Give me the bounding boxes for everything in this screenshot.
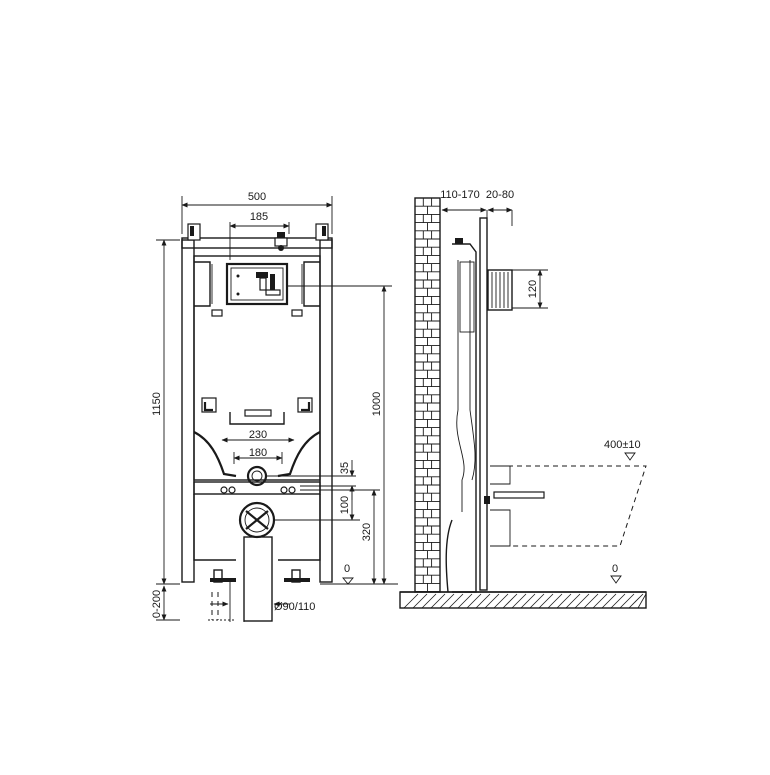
dim-inlet-width: 230 bbox=[249, 429, 267, 441]
front-dimensions: 500 185 1150 0-200 1000 230 180 35 100 bbox=[151, 191, 398, 622]
dim-actuator-frame: 120 bbox=[527, 280, 539, 298]
dim-inlet-spacing: 180 bbox=[249, 447, 267, 459]
dim-bracket-spacing: 185 bbox=[250, 211, 268, 223]
wall-panel bbox=[479, 217, 488, 591]
dim-frame-width: 500 bbox=[248, 191, 266, 203]
dim-drain-height: 320 bbox=[361, 523, 373, 541]
dim-drain-diameter: Ø90/110 bbox=[274, 601, 315, 613]
right-upright bbox=[319, 239, 333, 583]
tank-left-lug bbox=[194, 261, 211, 307]
dim-floor-adjust: 0-200 bbox=[151, 590, 163, 618]
cistern-profile bbox=[452, 243, 477, 593]
dim-zero-front: 0 bbox=[344, 563, 350, 575]
dim-panel-depth: 20-80 bbox=[486, 189, 514, 201]
tank-right-lug bbox=[303, 261, 320, 307]
top-bracket-left bbox=[187, 223, 201, 241]
left-shoulder bbox=[193, 431, 237, 478]
floor-slab bbox=[399, 591, 647, 609]
drain-pipe-stub bbox=[243, 536, 273, 622]
base-crossbar bbox=[193, 481, 321, 495]
mid-bracket-left bbox=[201, 397, 217, 413]
dim-actuator-height: 1000 bbox=[371, 392, 383, 416]
foot-right bbox=[284, 569, 310, 583]
foot-left bbox=[210, 569, 236, 583]
brick-wall bbox=[414, 197, 441, 593]
dim-zero-side: 0 bbox=[612, 563, 618, 575]
dim-bowl-height: 400±10 bbox=[604, 439, 641, 451]
mid-bracket-right bbox=[297, 397, 313, 413]
right-shoulder bbox=[277, 431, 321, 478]
floor-hatching bbox=[403, 593, 647, 609]
side-view bbox=[399, 197, 647, 609]
dim-bolt-height: 100 bbox=[339, 496, 351, 514]
actuator-frame-side bbox=[487, 269, 513, 311]
dim-inlet-offset: 35 bbox=[339, 462, 351, 474]
dim-frame-height: 1150 bbox=[151, 392, 163, 416]
toilet-bowl-outline bbox=[490, 465, 647, 547]
top-crossbar bbox=[181, 237, 333, 249]
front-view bbox=[181, 223, 333, 622]
cistern-body bbox=[193, 255, 321, 481]
level-marker-side bbox=[610, 575, 622, 584]
mid-plate bbox=[244, 409, 272, 417]
top-bracket-right bbox=[315, 223, 329, 241]
level-marker-bowl bbox=[624, 452, 636, 461]
flush-mechanism-icon bbox=[236, 272, 281, 296]
level-marker-front bbox=[342, 577, 354, 585]
water-valve bbox=[274, 232, 288, 251]
left-upright bbox=[181, 239, 195, 583]
side-dimensions: 110-170 20-80 120 400±10 0 bbox=[439, 189, 641, 584]
lower-frame bbox=[193, 494, 321, 561]
dim-wall-depth: 110-170 bbox=[440, 189, 480, 201]
actuator-opening bbox=[225, 262, 289, 306]
